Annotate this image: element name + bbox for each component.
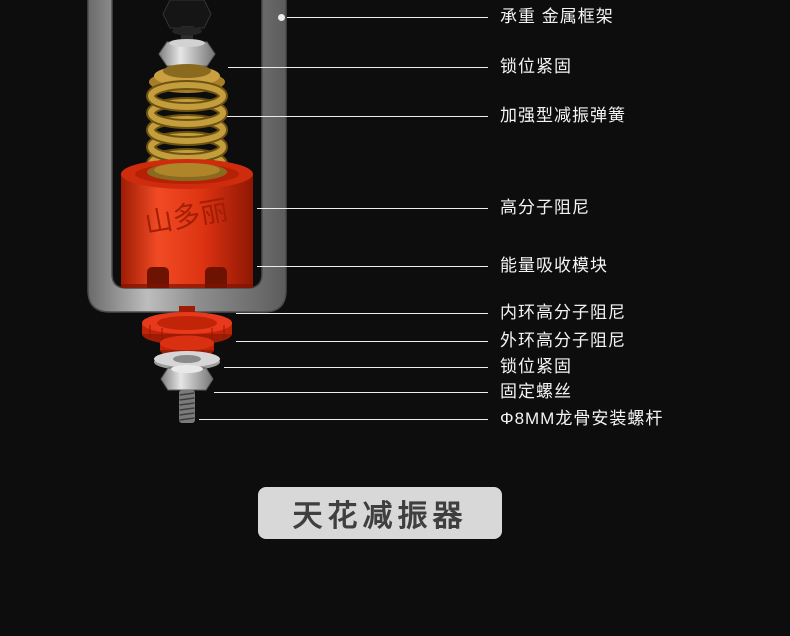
- callout-label-inner-ring: 内环高分子阻尼: [500, 303, 626, 322]
- leader-line-lock-top: [228, 67, 488, 68]
- callout-label-load-bearing-frame: 承重 金属框架: [500, 7, 614, 26]
- lower-washer: [154, 351, 220, 370]
- callout-label-energy-absorption: 能量吸收模块: [500, 256, 608, 275]
- leader-line-outer-ring: [236, 341, 488, 342]
- callout-label-lock-fastening-top: 锁位紧固: [500, 57, 572, 76]
- product-illustration: 山多丽: [87, 0, 287, 423]
- mounting-rod: [179, 390, 195, 423]
- marker-dot-frame: [278, 14, 285, 21]
- title-badge: 天花减振器: [258, 487, 502, 539]
- lower-lock-nut: [160, 365, 214, 391]
- callout-label-lock-fastening-bottom: 锁位紧固: [500, 357, 572, 376]
- callout-label-mounting-bolt: Φ8MM龙骨安装螺杆: [500, 409, 664, 428]
- leader-line-mounting-bolt: [199, 419, 488, 420]
- product-title: 天花减振器: [292, 500, 468, 533]
- polymer-damper-body: 山多丽: [121, 159, 253, 288]
- callout-label-outer-ring: 外环高分子阻尼: [500, 331, 626, 350]
- metal-frame-shape: [87, 0, 287, 313]
- upper-lock-nut: [158, 39, 216, 67]
- leader-line-energy-module: [257, 266, 488, 267]
- leader-line-spring: [227, 116, 488, 117]
- callout-label-damping-spring: 加强型减振弹簧: [500, 106, 626, 125]
- leader-line-polymer: [257, 208, 488, 209]
- top-bolt: [162, 0, 212, 44]
- leader-line-inner-ring: [236, 313, 488, 314]
- callout-label-fixing-screw: 固定螺丝: [500, 382, 572, 401]
- leader-line-frame: [287, 17, 488, 18]
- callout-label-polymer-damping: 高分子阻尼: [500, 198, 590, 217]
- energy-absorption-module: [121, 267, 253, 288]
- leader-line-fixing-screw: [214, 392, 488, 393]
- leader-line-lock-bottom: [224, 367, 488, 368]
